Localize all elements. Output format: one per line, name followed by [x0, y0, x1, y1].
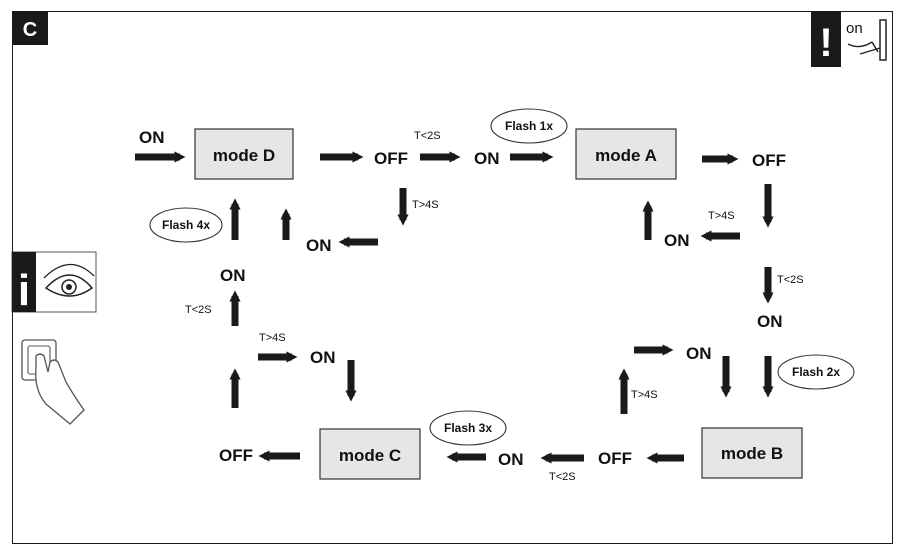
mode-c-label: mode C: [339, 446, 401, 465]
state-label: ON: [664, 231, 690, 250]
state-label: ON: [306, 236, 332, 255]
timing-label: T>4S: [412, 199, 439, 211]
flash-4x-bubble: Flash 4x: [149, 207, 223, 243]
flash-4x-label: Flash 4x: [162, 218, 210, 232]
timing-label: T<2S: [549, 471, 576, 483]
mode-c-box: mode C: [319, 428, 421, 480]
switch-lever-icon: [879, 19, 887, 61]
mode-b-box: mode B: [701, 427, 803, 479]
state-label: ON: [139, 128, 165, 147]
switch-hand-icon: [847, 41, 881, 55]
flash-2x-label: Flash 2x: [792, 365, 840, 379]
flash-1x-bubble: Flash 1x: [490, 108, 568, 144]
flash-2x-bubble: Flash 2x: [777, 354, 855, 390]
timing-label: T<2S: [777, 274, 804, 286]
state-label: ON: [310, 348, 336, 367]
state-label: OFF: [374, 149, 408, 168]
flash-3x-label: Flash 3x: [444, 421, 492, 435]
state-label: ON: [220, 266, 246, 285]
mode-a-box: mode A: [575, 128, 677, 180]
timing-label: T<2S: [185, 304, 212, 316]
state-label: ON: [757, 312, 783, 331]
hand-press-switch-icon: [21, 339, 85, 425]
state-label: ON: [686, 344, 712, 363]
state-label: ON: [474, 149, 500, 168]
state-label: ON: [498, 450, 524, 469]
info-mark: i: [18, 266, 30, 315]
mode-d-box: mode D: [194, 128, 294, 180]
timing-label: T>4S: [259, 332, 286, 344]
panel-letter-badge: C: [12, 11, 48, 45]
state-label: OFF: [598, 449, 632, 468]
timing-label: T<2S: [414, 130, 441, 142]
timing-label: T>4S: [631, 389, 658, 401]
warning-mark: !: [819, 21, 832, 65]
mode-b-label: mode B: [721, 444, 783, 463]
mode-d-label: mode D: [213, 146, 275, 165]
state-label: OFF: [219, 446, 253, 465]
state-label: OFF: [752, 151, 786, 170]
power-on-warning-icon: ! on: [811, 11, 887, 67]
mode-a-label: mode A: [595, 146, 657, 165]
flash-3x-bubble: Flash 3x: [429, 410, 507, 446]
info-eye-icon: i: [11, 251, 97, 315]
flash-1x-label: Flash 1x: [505, 119, 553, 133]
eye-icon: [44, 274, 94, 297]
on-text: on: [846, 20, 863, 37]
panel-letter: C: [23, 19, 37, 41]
timing-label: T>4S: [708, 210, 735, 222]
